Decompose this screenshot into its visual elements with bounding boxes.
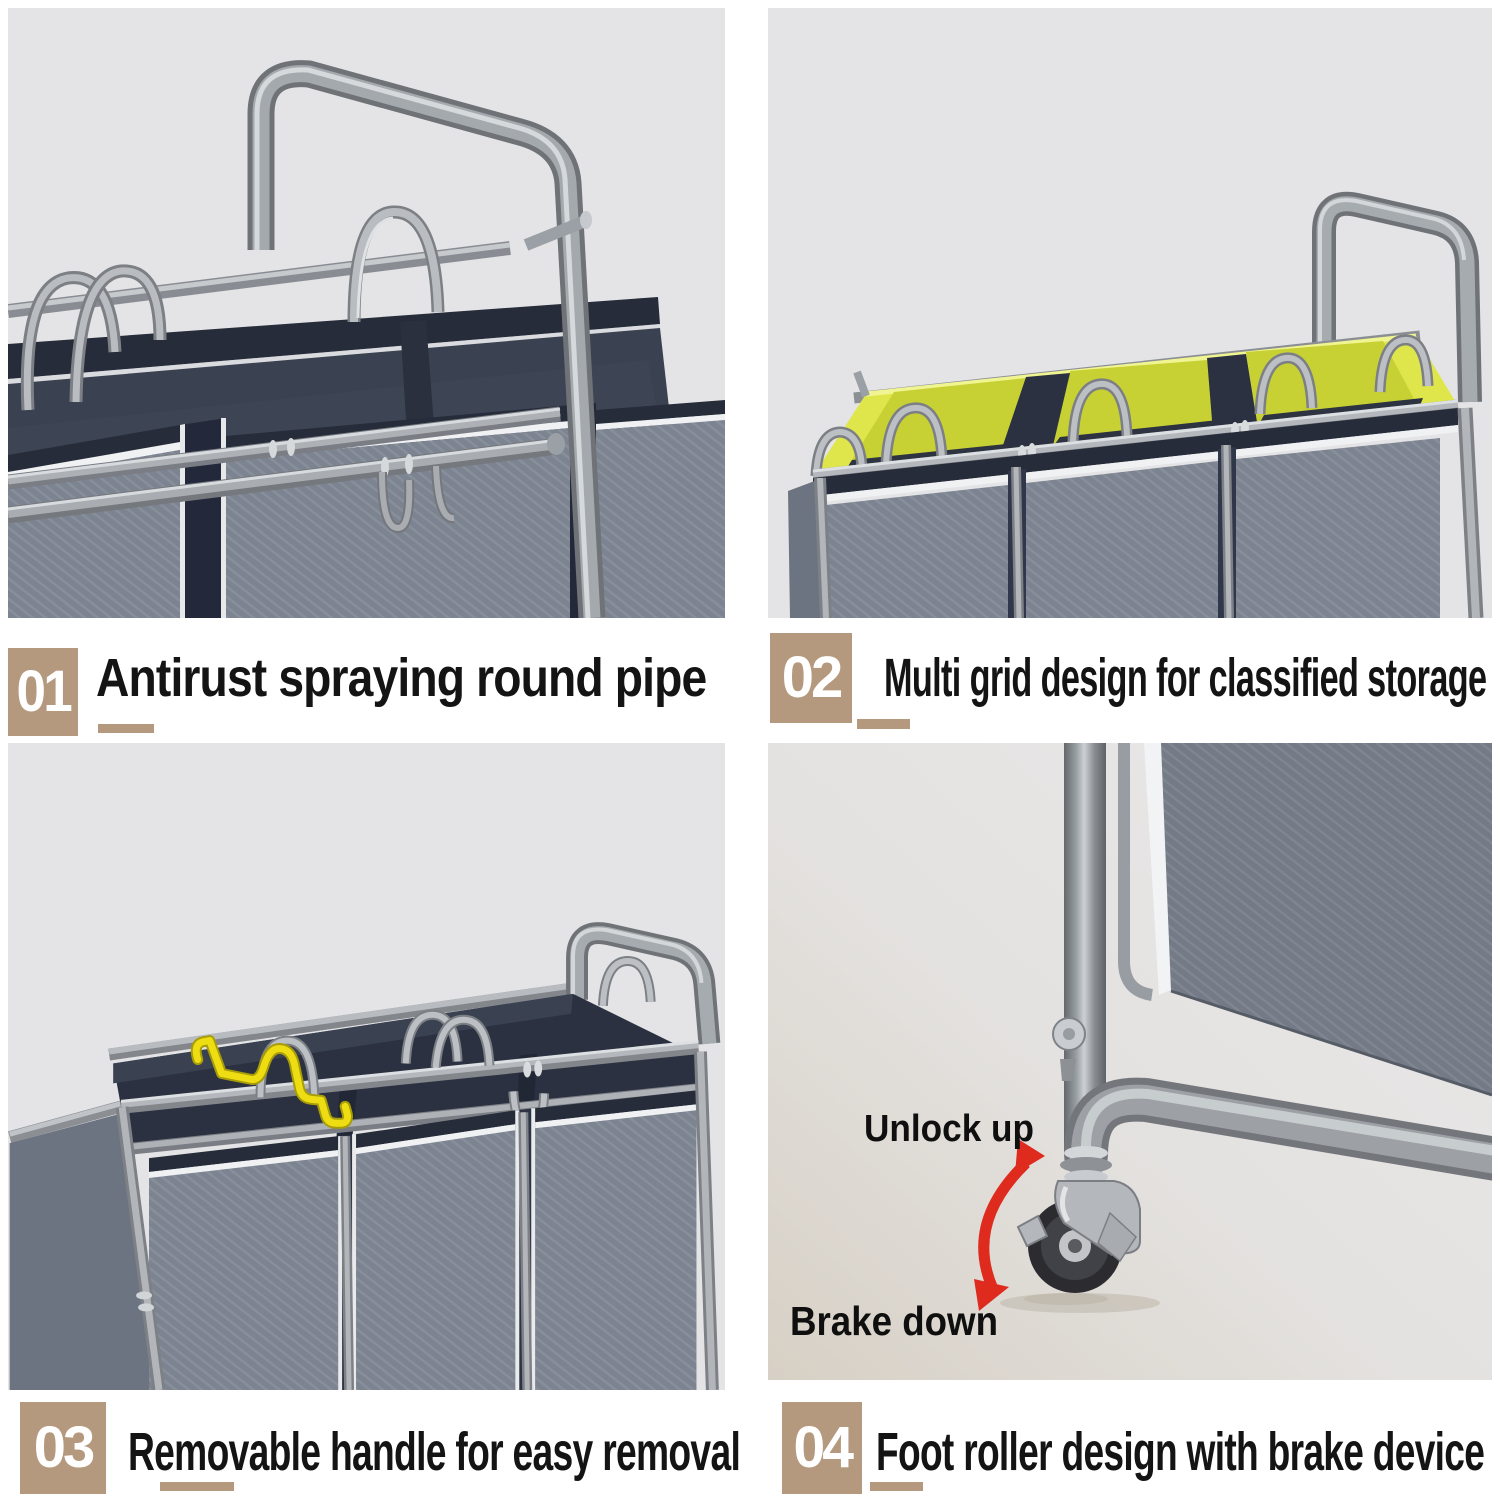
feature-number-3: 03 — [33, 1415, 95, 1480]
unlock-up-label: Unlock up — [864, 1108, 1034, 1150]
feature-number-4: 04 — [793, 1415, 853, 1480]
feature-label-4: Foot roller design with brake device — [876, 1422, 1485, 1482]
fabric-panel — [1144, 743, 1492, 1097]
photo-removable-handle — [8, 743, 725, 1390]
feature-caption-2: 02 Multi grid design for classified stor… — [768, 633, 1492, 738]
feature-number-2: 02 — [781, 645, 843, 710]
front-rim-pipe — [812, 399, 1459, 483]
feature-label-3: Removable handle for easy removal — [128, 1422, 741, 1482]
brake-lever — [1016, 1214, 1049, 1248]
front-top-rail — [120, 1040, 700, 1114]
caption-underline-1 — [98, 724, 154, 733]
corner-posts — [814, 370, 1484, 618]
brake-down-label: Brake down — [790, 1298, 998, 1344]
removable-handle-illustration — [8, 743, 724, 1390]
foot-roller-illustration: Unlock up Brake down — [768, 743, 1492, 1380]
caption-underline-2 — [857, 719, 910, 729]
red-direction-arrow — [974, 1139, 1045, 1311]
removable-handle-highlight — [190, 1035, 353, 1129]
feature-label-1: Antirust spraying round pipe — [96, 648, 707, 708]
feature-number-badge-3: 03 — [20, 1402, 106, 1494]
feature-caption-1: 01 Antirust spraying round pipe — [8, 640, 725, 745]
caption-underline-4 — [870, 1482, 923, 1491]
wire-bag-handles — [20, 205, 445, 411]
hanging-rail — [126, 1083, 698, 1156]
corner-posts — [115, 1051, 719, 1390]
bottom-rail-pipe — [1064, 1077, 1492, 1181]
feature-label-2: Multi grid design for classified storage — [884, 648, 1487, 708]
round-pipe-handle — [247, 60, 606, 618]
frame-side-tube — [1118, 743, 1154, 1001]
photo-antirust-round-pipe — [8, 8, 725, 618]
photo-multi-grid-storage — [768, 8, 1492, 618]
feature-caption-4: 04 Foot roller design with brake device — [768, 1400, 1492, 1499]
cart-handle — [1312, 191, 1482, 403]
feature-number-badge-2: 02 — [770, 633, 852, 723]
corner-post — [1052, 743, 1106, 1159]
front-rail-pipes — [8, 406, 565, 524]
feature-number-badge-1: 01 — [8, 648, 78, 736]
multi-grid-illustration — [768, 8, 1492, 618]
left-side-panel — [9, 1113, 159, 1390]
cart-handle — [566, 922, 721, 1045]
photo-foot-roller: Unlock up Brake down — [768, 743, 1492, 1380]
hanging-wire-hooks — [377, 465, 455, 534]
cart-frame-rails — [8, 981, 578, 1143]
caster-wheel — [1000, 1146, 1160, 1313]
round-pipe-illustration — [8, 8, 725, 618]
caption-underline-3 — [160, 1482, 234, 1491]
feature-number-1: 01 — [16, 659, 72, 724]
feature-number-badge-4: 04 — [782, 1402, 862, 1494]
wire-bag-handles — [810, 334, 1434, 477]
fabric-front-panels — [149, 1090, 697, 1390]
feature-caption-3: 03 Removable handle for easy removal — [8, 1400, 741, 1499]
